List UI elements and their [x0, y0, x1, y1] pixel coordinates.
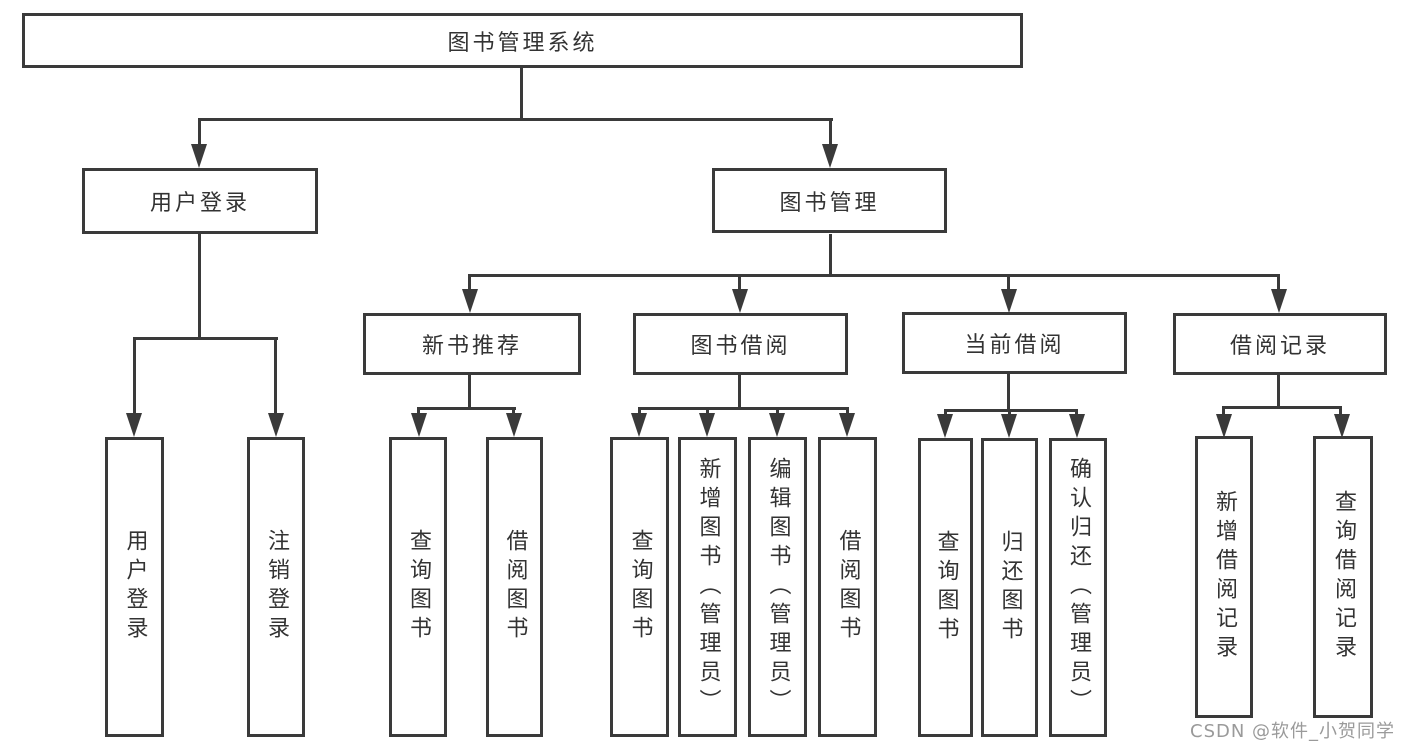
- connector-root-rail: [198, 118, 833, 121]
- arrowhead-down-icon: [191, 144, 207, 168]
- connector-drop-current-borrow: [1007, 274, 1010, 292]
- node-leaf-add-borrow-record: 新增借阅记录: [1195, 436, 1253, 718]
- node-leaf-logout: 注销登录: [247, 437, 305, 737]
- connector-drop-logout-leaf: [274, 337, 277, 415]
- connector-records-rail: [1222, 406, 1342, 409]
- node-leaf-borrow-books: 借阅图书: [818, 437, 877, 737]
- connector-newbook-rail: [417, 407, 516, 410]
- arrowhead-down-icon: [732, 289, 748, 313]
- node-label: 查询图书: [933, 529, 959, 646]
- arrowhead-down-icon: [839, 413, 855, 437]
- node-leaf-return-books: 归还图书: [981, 438, 1038, 737]
- node-label: 查询图书: [627, 529, 653, 645]
- arrowhead-down-icon: [462, 289, 478, 313]
- node-book-management: 图书管理: [712, 168, 947, 233]
- node-label: 归还图书: [997, 529, 1023, 646]
- connector-drop-login-leaf: [133, 337, 136, 415]
- node-leaf-query-books-borrowing: 查询图书: [610, 437, 669, 737]
- connector-userlogin-rail: [133, 337, 278, 340]
- connector-drop-book-management: [829, 118, 832, 146]
- arrowhead-down-icon: [699, 413, 715, 437]
- arrowhead-down-icon: [1001, 414, 1017, 438]
- connector-root-stem: [520, 66, 523, 120]
- node-library-management-system: 图书管理系统: [22, 13, 1023, 68]
- arrowhead-down-icon: [411, 413, 427, 437]
- node-label: 新书推荐: [421, 334, 522, 359]
- node-label: 新增图书（管理员）: [695, 456, 721, 718]
- node-leaf-query-borrow-record: 查询借阅记录: [1313, 436, 1373, 718]
- arrowhead-down-icon: [268, 413, 284, 437]
- connector-drop-borrow-records: [1277, 274, 1280, 292]
- connector-drop-book-borrow: [738, 274, 741, 292]
- node-label: 当前借阅: [964, 333, 1065, 358]
- connector-userlogin-stem: [198, 234, 201, 340]
- connector-drop: [776, 407, 779, 415]
- arrowhead-down-icon: [937, 414, 953, 438]
- node-leaf-user-login: 用户登录: [105, 437, 164, 737]
- arrowhead-down-icon: [1001, 289, 1017, 313]
- node-current-borrowing: 当前借阅: [902, 312, 1127, 374]
- node-leaf-query-books-current: 查询图书: [918, 438, 973, 737]
- connector-drop-new-book: [468, 274, 471, 292]
- node-label: 用户登录: [122, 529, 148, 645]
- node-label: 借阅图书: [502, 529, 528, 645]
- node-label: 确认归还（管理员）: [1066, 457, 1091, 718]
- connector-drop: [1222, 406, 1225, 416]
- connector-drop: [1339, 406, 1342, 416]
- node-book-borrowing: 图书借阅: [633, 313, 848, 375]
- node-user-login: 用户登录: [82, 168, 318, 234]
- connector-currentborrow-stem: [1007, 374, 1010, 411]
- connector-drop: [706, 407, 709, 415]
- connector-bookborrow-rail: [638, 407, 849, 410]
- node-label: 借阅图书: [835, 529, 861, 645]
- arrowhead-down-icon: [631, 413, 647, 437]
- node-label: 图书借阅: [690, 334, 791, 359]
- node-label: 查询图书: [406, 529, 431, 645]
- node-label: 用户登录: [149, 191, 250, 216]
- arrowhead-down-icon: [1271, 289, 1287, 313]
- connector-bookborrow-stem: [738, 375, 741, 409]
- connector-drop: [512, 407, 515, 415]
- node-label: 借阅记录: [1229, 334, 1330, 359]
- arrowhead-down-icon: [506, 413, 522, 437]
- connector-drop: [846, 407, 849, 415]
- connector-drop-user-login: [198, 118, 201, 146]
- arrowhead-down-icon: [1334, 414, 1350, 438]
- arrowhead-down-icon: [1069, 414, 1085, 438]
- node-label: 图书管理: [779, 190, 880, 216]
- connector-bookmgmt-stem: [829, 234, 832, 277]
- arrowhead-down-icon: [769, 413, 785, 437]
- node-leaf-query-books-recommend: 查询图书: [389, 437, 447, 737]
- node-leaf-add-books-admin: 新增图书（管理员）: [678, 437, 737, 737]
- connector-drop: [638, 407, 641, 415]
- connector-bookmgmt-rail: [468, 274, 1280, 277]
- node-borrowing-records: 借阅记录: [1173, 313, 1387, 375]
- node-label: 图书管理系统: [447, 30, 598, 56]
- node-leaf-borrow-books-recommend: 借阅图书: [486, 437, 543, 737]
- node-new-book-recommend: 新书推荐: [363, 313, 581, 375]
- node-label: 查询借阅记录: [1331, 490, 1356, 664]
- node-leaf-confirm-return-admin: 确认归还（管理员）: [1049, 438, 1107, 737]
- connector-newbook-stem: [468, 375, 471, 409]
- connector-drop: [417, 407, 420, 415]
- node-leaf-edit-books-admin: 编辑图书（管理员）: [748, 437, 807, 737]
- arrowhead-down-icon: [1216, 414, 1232, 438]
- csdn-watermark: CSDN @软件_小贺同学: [1190, 721, 1396, 742]
- connector-currentborrow-rail: [944, 409, 1078, 412]
- node-label: 编辑图书（管理员）: [765, 456, 791, 718]
- connector-drop: [1075, 409, 1078, 416]
- node-label: 注销登录: [264, 529, 289, 645]
- connector-drop: [944, 409, 947, 416]
- arrowhead-down-icon: [822, 144, 838, 168]
- arrowhead-down-icon: [126, 413, 142, 437]
- node-label: 新增借阅记录: [1212, 490, 1237, 664]
- connector-records-stem: [1277, 375, 1280, 408]
- connector-drop: [1008, 409, 1011, 416]
